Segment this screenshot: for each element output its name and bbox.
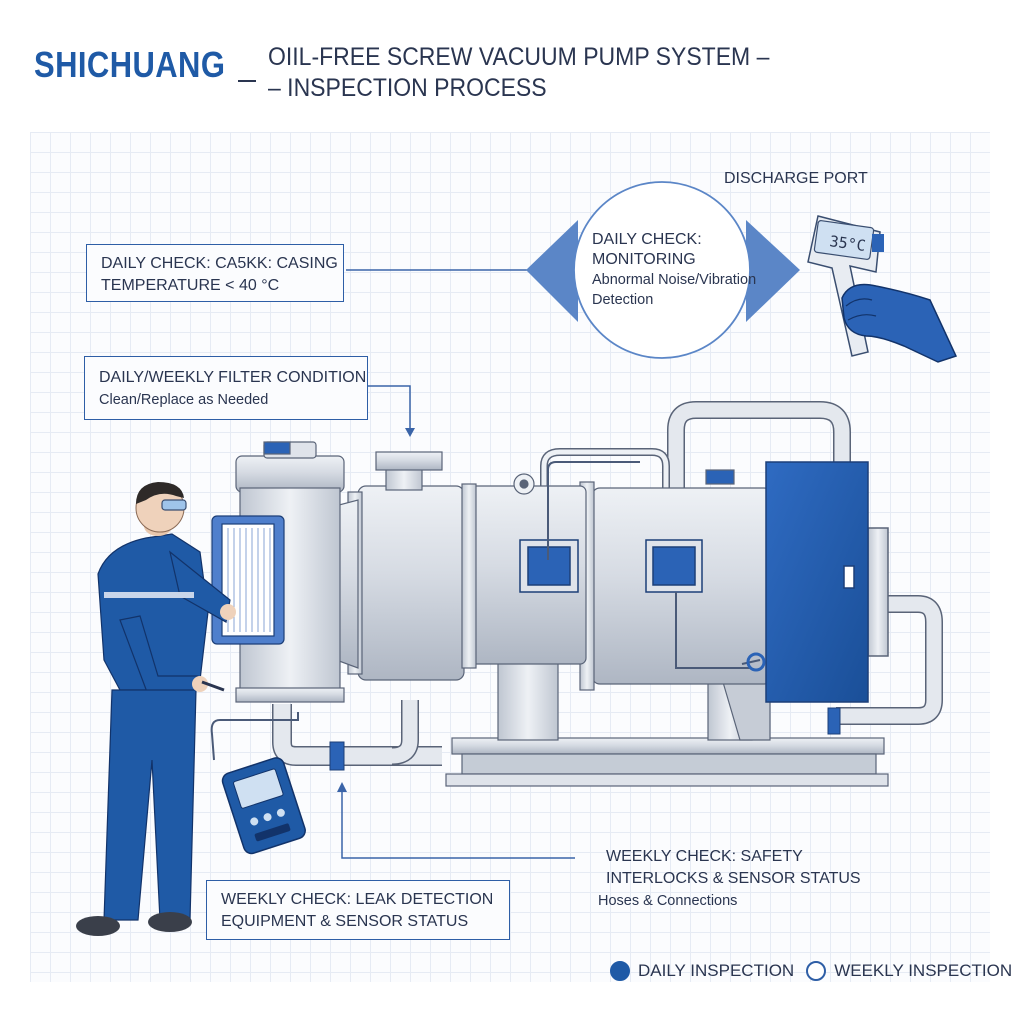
callout-safety-interlocks: WEEKLY CHECK: SAFETY INTERLOCKS & SENSOR…	[598, 846, 861, 912]
legend-weekly-label: WEEKLY INSPECTION	[834, 961, 1013, 980]
filter-callout-line-1: DAILY/WEEKLY FILTER CONDITION	[99, 369, 367, 386]
safety-callout-line-3: Hoses & Connections	[598, 893, 738, 909]
handheld-tester-icon	[221, 757, 306, 855]
discharge-port-label: DISCHARGE PORT	[724, 170, 868, 187]
right-boot	[148, 912, 192, 932]
probe-icon	[201, 680, 225, 692]
callout-connector-lines	[341, 269, 575, 859]
sight-window-2	[645, 539, 703, 593]
technician-hair	[136, 482, 184, 504]
filter-callout-line	[368, 385, 411, 430]
monitor-pointer-right	[746, 220, 800, 322]
legend-daily-label: DAILY INSPECTION	[638, 961, 795, 980]
leak-callout-line-1: WEEKLY CHECK: LEAK DETECTION	[221, 891, 494, 908]
safety-callout-line-1: WEEKLY CHECK: SAFETY	[606, 848, 803, 865]
callout-leak-detection: WEEKLY CHECK: LEAK DETECTION EQUIPMENT &…	[206, 880, 510, 940]
technician-arm-raised	[169, 550, 231, 623]
return-pipe	[827, 595, 943, 735]
monitoring-line-4: Detection	[592, 292, 654, 308]
safety-glasses-icon	[161, 499, 187, 511]
brand-logo-text: SHICHUANG	[34, 44, 226, 85]
technician-hand-upper	[220, 604, 236, 620]
callout-monitoring: DAILY CHECK: MONITORING Abnormal Noise/V…	[592, 230, 782, 310]
sensor-connector	[746, 652, 766, 672]
title-line-1: OIIL-FREE SCREW VACUUM PUMP SYSTEM –	[268, 43, 770, 71]
sensor-wires	[210, 461, 761, 761]
pump-base-skid	[445, 737, 889, 787]
inlet-flange	[375, 451, 443, 491]
leak-arrow-head	[337, 782, 347, 792]
leak-callout-line-2: EQUIPMENT & SENSOR STATUS	[221, 913, 469, 930]
gloved-hand-icon	[841, 283, 958, 363]
technician-hand-lower	[192, 676, 208, 692]
filter-callout-line-2: Clean/Replace as Needed	[99, 392, 269, 408]
drain-piping	[272, 700, 442, 771]
monitor-pointer-left	[526, 220, 578, 322]
filter-arrow-head	[405, 428, 415, 437]
thermometer-reading: 35°C	[828, 232, 866, 255]
casing-callout-line-1: DAILY CHECK: CA5KK: CASING	[101, 255, 338, 272]
callout-filter-condition: DAILY/WEEKLY FILTER CONDITION Clean/Repl…	[84, 356, 368, 420]
inspection-legend: DAILY INSPECTION WEEKLY INSPECTION	[610, 960, 1012, 982]
casing-callout-line-2: TEMPERATURE < 40 °C	[101, 277, 280, 294]
safety-callout-line-2: INTERLOCKS & SENSOR STATUS	[606, 870, 861, 887]
monitoring-line-1: DAILY CHECK:	[592, 231, 702, 248]
left-boot	[76, 916, 120, 936]
discharge-pipe	[540, 401, 851, 510]
jacket-stripe	[104, 592, 194, 598]
sight-window-1	[519, 539, 579, 593]
monitoring-line-3: Abnormal Noise/Vibration	[592, 272, 757, 288]
filter-housing	[211, 441, 345, 703]
brand-separator	[238, 80, 256, 82]
technician-trousers	[103, 689, 197, 921]
infrared-thermometer-icon: 35°C	[807, 215, 884, 357]
daily-legend-dot-icon	[610, 961, 630, 981]
title-line-2: – INSPECTION PROCESS	[268, 74, 547, 102]
callout-casing-temperature: DAILY CHECK: CA5KK: CASING TEMPERATURE <…	[86, 244, 344, 302]
control-cabinet	[765, 461, 889, 703]
page-title: OIIL-FREE SCREW VACUUM PUMP SYSTEM – – I…	[268, 42, 857, 104]
monitoring-circle	[573, 181, 751, 359]
weekly-legend-dot-icon	[806, 961, 827, 981]
monitoring-line-2: MONITORING	[592, 251, 696, 268]
technician-figure	[76, 482, 236, 936]
leak-callout-line	[341, 790, 575, 859]
